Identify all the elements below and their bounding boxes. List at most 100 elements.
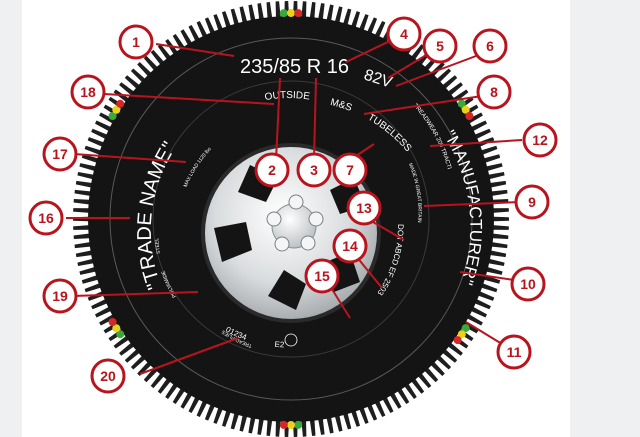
callout-1: 1 <box>118 24 154 60</box>
callout-number: 7 <box>346 162 354 178</box>
tread-block <box>99 112 117 125</box>
callout-10: 10 <box>510 266 546 302</box>
leader-19 <box>71 291 199 297</box>
callout-16: 16 <box>28 200 64 236</box>
tread-block <box>99 313 117 326</box>
lug-nuts <box>266 194 324 252</box>
callout-number: 10 <box>520 276 536 292</box>
tread-block <box>165 39 179 57</box>
tread-block <box>180 29 194 47</box>
callout-2: 2 <box>254 152 290 188</box>
lug-nut <box>274 236 290 252</box>
leader-14 <box>355 255 383 289</box>
wear-indicator-dot <box>461 105 470 114</box>
tread-block <box>309 417 316 436</box>
callout-3: 3 <box>296 152 332 188</box>
tread-block <box>317 416 325 435</box>
spoke-hole <box>268 270 306 310</box>
callout-circle <box>332 228 368 264</box>
tread-block <box>213 14 224 33</box>
outside-textpath: OUTSIDE <box>264 90 311 103</box>
callout-number: 17 <box>52 146 68 162</box>
callout-20: 20 <box>90 358 126 394</box>
callout-number: 3 <box>310 162 318 178</box>
steel-text: STEEL <box>154 237 162 254</box>
callout-circle <box>42 136 78 172</box>
tread-block <box>326 415 334 434</box>
tread-block <box>342 411 352 430</box>
emark-circle <box>284 333 298 347</box>
tread-block <box>350 408 360 427</box>
tread-block <box>460 104 479 118</box>
callout-9: 9 <box>514 184 550 220</box>
tread-block <box>204 402 216 421</box>
leader-1 <box>155 43 235 57</box>
callout-number: 18 <box>80 84 96 100</box>
tread-block <box>342 8 352 27</box>
callout-18: 18 <box>70 74 106 110</box>
tread-block <box>396 386 410 404</box>
tread-block <box>435 68 452 84</box>
tread-block <box>275 418 281 437</box>
tread-block <box>266 2 273 21</box>
tread-block <box>74 241 93 249</box>
leader-8 <box>363 95 483 115</box>
tread-block <box>469 305 487 318</box>
callout-number: 11 <box>507 344 522 360</box>
outside-text: OUTSIDE <box>264 90 311 103</box>
callout-circle <box>296 152 332 188</box>
tread-block <box>490 208 509 213</box>
leader-18 <box>103 93 275 105</box>
callout-number: 8 <box>490 84 498 100</box>
tread-block <box>476 290 495 301</box>
wear-indicator-dot <box>108 112 117 120</box>
tread-block <box>460 320 479 334</box>
lug-nut <box>308 211 324 227</box>
tread-block <box>79 163 98 172</box>
tread-block <box>479 145 498 156</box>
wear-indicator-dot <box>465 112 474 120</box>
tread-block <box>196 398 208 417</box>
callout-circle <box>304 258 340 294</box>
callout-circle <box>332 152 368 188</box>
callout-6: 6 <box>472 28 508 64</box>
tread-block <box>490 233 509 239</box>
tread-block <box>79 266 98 275</box>
tread-block <box>75 250 95 258</box>
tread-block <box>248 4 256 23</box>
callout-number: 15 <box>314 268 330 284</box>
wear-indicator-dot <box>294 9 303 18</box>
tread-block <box>77 172 96 180</box>
tread-block <box>469 120 487 133</box>
tread-block <box>490 225 509 230</box>
wear-indicator-dot <box>279 9 288 18</box>
tread-block <box>423 366 439 383</box>
callout-4: 4 <box>386 16 422 52</box>
tread-block <box>317 3 325 22</box>
tread-block <box>157 44 172 62</box>
tread-block <box>446 82 463 97</box>
tread-block <box>113 334 131 349</box>
tread-block <box>124 75 142 91</box>
wear-indicator-dot <box>112 105 121 114</box>
leader-10 <box>459 271 515 281</box>
tread-block <box>440 75 458 91</box>
tread-block <box>266 417 273 436</box>
callout-number: 5 <box>436 38 444 54</box>
callout-number: 13 <box>356 200 372 216</box>
leader-6 <box>395 55 477 87</box>
tread-block <box>73 233 92 239</box>
tread-block <box>491 216 509 222</box>
tread-block <box>374 398 386 417</box>
callout-circle <box>346 190 382 226</box>
tread-block <box>309 2 316 21</box>
tread-block <box>222 11 232 30</box>
tread-block <box>75 180 95 188</box>
leader-2 <box>275 77 281 161</box>
tread-block <box>248 415 256 434</box>
wear-indicator-dot <box>461 324 470 333</box>
tread-block <box>188 395 201 413</box>
tread-block <box>301 418 307 437</box>
wear-indicator-dot <box>453 336 462 345</box>
callout-circle <box>422 28 458 64</box>
